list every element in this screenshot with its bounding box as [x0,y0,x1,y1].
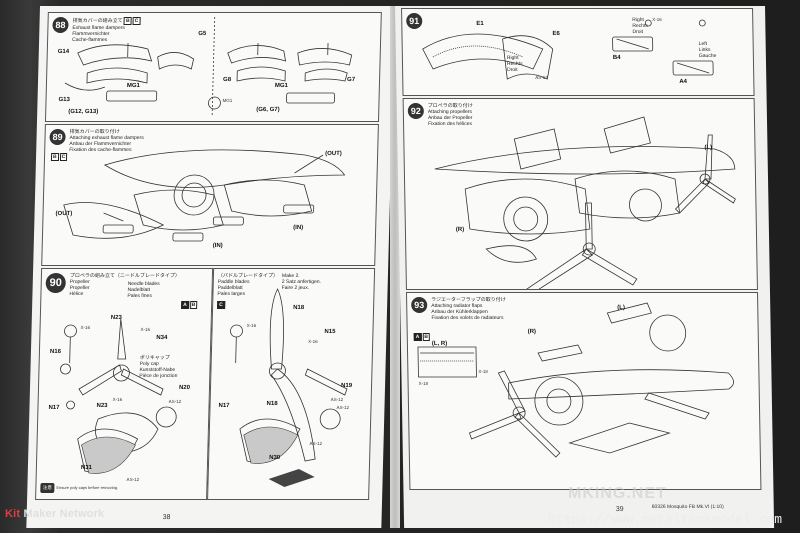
binding-gutter [390,6,400,528]
step-91-diagram [422,19,714,80]
step-92-panel: 92 プロペラの取り付け Attaching propellers Anbau … [402,98,758,290]
part-label: N18 [266,401,278,407]
caution-badge: 注意 [40,483,55,493]
step-92-diagram [434,116,736,289]
paint-code: X-16 [308,339,318,344]
step-88-diagram [64,17,353,117]
part-label: (G12, G13) [68,109,99,115]
part-label: G14 [57,49,70,55]
part-label: N23 [110,315,122,321]
in-label: (IN) [212,243,223,249]
page-number-left: 38 [162,514,171,521]
step-89-diagram [63,149,346,242]
step-90-needle-diagram [60,318,177,474]
paint-code: AS-12 [330,397,344,402]
flap-right-label: (R) [527,329,537,335]
part-label: N30 [269,455,281,461]
part-label: G8 [222,77,232,83]
in-label: (IN) [293,225,304,231]
paint-code: X-16 [140,327,151,332]
step-93-diagram [417,302,734,458]
mking-watermark: MKING.NET [568,485,667,502]
paint-code: X-16 [80,325,91,330]
right-page: 91 E1 E6 B4 A4 AS-12 Rig [395,6,775,528]
part-label: N31 [80,465,92,471]
footer-code: 60326 Mosquito FB Mk.VI (1:10) [651,504,724,510]
right-prop-label: (R) [455,227,465,233]
paint-code: AS-12 [336,405,350,410]
part-label: N17 [218,403,230,409]
left-fr: Gauche [698,53,717,59]
flap-left-label: (L) [617,305,625,311]
step-89-panel: 89 排気カバーの取り付け Attaching exhaust flame da… [41,124,379,266]
part-label: E6 [552,31,560,37]
paint-code: AS-12 [168,399,182,404]
paint-code: X-18 [478,369,488,374]
paint-code: AS-12 [126,477,140,482]
part-label: (G6, G7) [256,107,280,113]
paint-code: AS-12 [309,441,323,446]
caution-text: Ensure poly caps before removing. [56,485,119,490]
paint-code: X-16 [652,17,662,22]
part-label: MG1 [274,83,288,89]
part-label: N15 [324,329,336,335]
out-label: (OUT) [325,151,342,157]
part-label: N16 [49,349,62,355]
step-91-panel: 91 E1 E6 B4 A4 AS-12 Rig [401,8,755,96]
part-label: N19 [340,383,353,389]
part-label: G7 [346,77,356,83]
flap-lr-label: (L, R) [431,341,448,347]
step-90-paddle-diagram [230,288,348,487]
part-label: MG1 [126,83,140,89]
step-90-paddle-panel: （パドルブレードタイプ） Paddle blades Paddelblatt P… [207,268,376,500]
kitmaker-watermark: Kit Maker Network [5,508,105,520]
step-90-needle-panel: 90 プロペラの組み立て（ニードルブレードタイプ） Propeller Prop… [35,268,214,500]
url-watermark: https://www.metaltankmodel.com [548,512,783,527]
paint-code: X-16 [112,397,123,402]
out-label: (OUT) [55,211,73,217]
poly-cap-fr: Pièce de jonction [139,373,178,379]
right-fr: Droit [507,67,518,73]
mg1-callout: MG1 [222,98,233,103]
paint-code: X-16 [246,323,257,328]
part-label: N20 [178,385,191,391]
part-label: E1 [476,21,484,27]
part-label: G13 [58,97,70,103]
part-label: B4 [612,55,621,61]
paint-code: AS-12 [535,75,548,80]
part-label: N17 [48,405,60,411]
left-prop-label: (L) [704,145,713,151]
part-label: G5 [198,31,207,37]
step-93-panel: 93 ラジエーターフラップの取り付け Attaching radiator fl… [405,292,762,490]
part-label: N23 [96,403,108,409]
part-label: A4 [679,79,688,85]
part-label: N34 [156,335,168,341]
right2-fr: Droit [632,29,644,35]
paint-code: X-18 [418,381,429,386]
part-label: N18 [293,305,305,311]
